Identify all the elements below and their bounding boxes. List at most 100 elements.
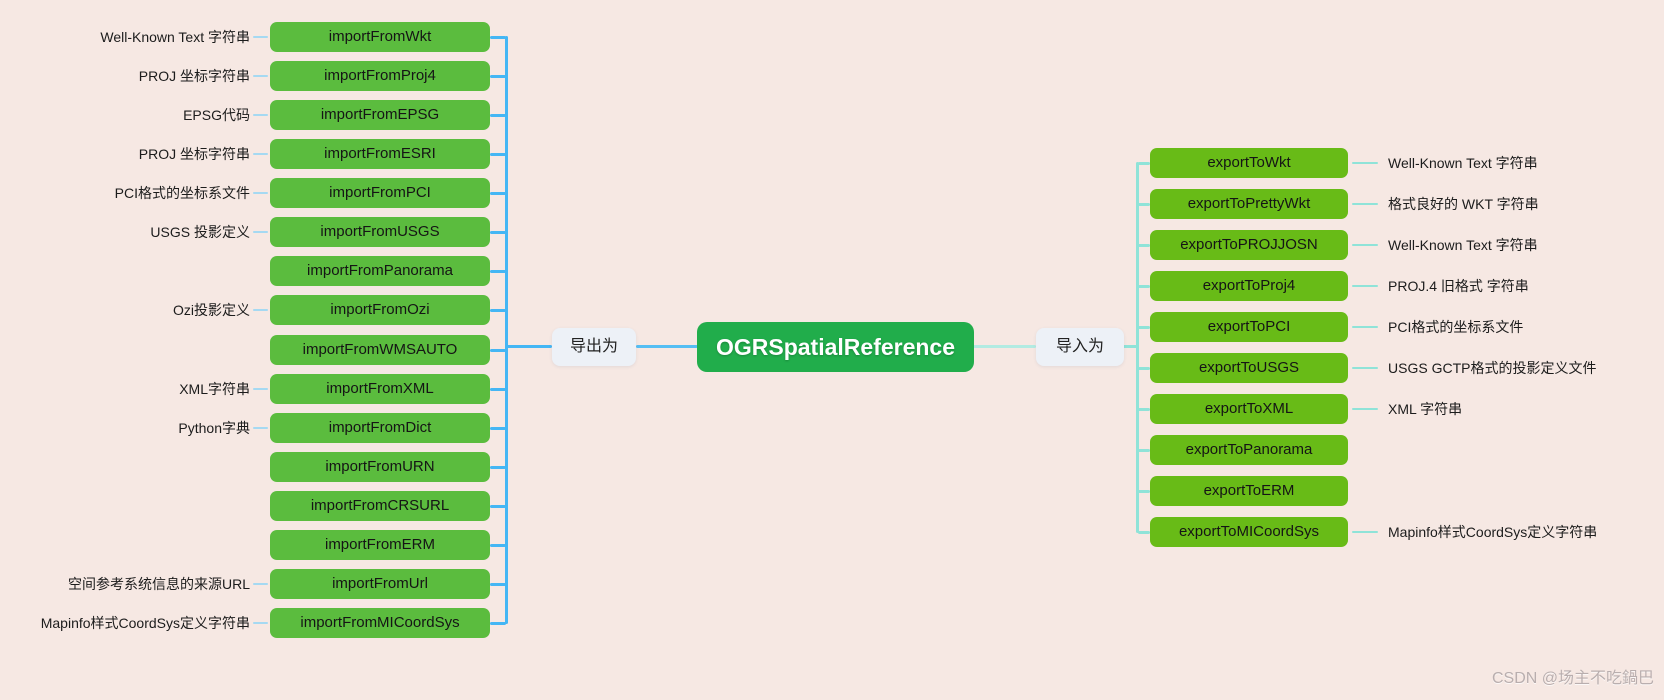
node-connector-line: [490, 622, 506, 625]
annotation-connector-line: [253, 388, 268, 390]
export-method-node[interactable]: exportToERM: [1150, 476, 1348, 506]
branch-node-export[interactable]: 导出为: [552, 328, 636, 366]
method-annotation: PROJ.4 旧格式 字符串: [1388, 278, 1529, 294]
root-to-branch-line-right: [973, 345, 1036, 348]
method-annotation: Python字典: [178, 420, 250, 436]
node-connector-line: [1138, 408, 1150, 411]
node-connector-line: [490, 36, 506, 39]
import-method-row: importFromURN: [0, 452, 1664, 482]
export-method-node[interactable]: exportToWkt: [1150, 148, 1348, 178]
method-annotation: Well-Known Text 字符串: [1388, 155, 1538, 171]
export-method-row: exportToUSGS USGS GCTP格式的投影定义文件: [0, 353, 1664, 383]
export-method-row: exportToPCI PCI格式的坐标系文件: [0, 312, 1664, 342]
method-annotation: Well-Known Text 字符串: [100, 29, 250, 45]
export-method-node[interactable]: exportToPCI: [1150, 312, 1348, 342]
import-method-node[interactable]: importFromProj4: [270, 61, 490, 91]
import-method-node[interactable]: importFromPCI: [270, 178, 490, 208]
import-method-row: 空间参考系统信息的来源URL importFromUrl: [0, 569, 1664, 599]
import-method-row: XML字符串 importFromXML: [0, 374, 1664, 404]
node-connector-line: [490, 309, 506, 312]
import-method-node[interactable]: importFromOzi: [270, 295, 490, 325]
export-method-node[interactable]: exportToPanorama: [1150, 435, 1348, 465]
annotation-connector-line: [253, 36, 268, 38]
import-method-node[interactable]: importFromURN: [270, 452, 490, 482]
import-method-node[interactable]: importFromWMSAUTO: [270, 335, 490, 365]
export-method-row: exportToERM: [0, 476, 1664, 506]
annotation-connector-line: [253, 75, 268, 77]
annotation-connector-line: [253, 622, 268, 624]
annotation-connector-line: [1352, 162, 1378, 164]
annotation-connector-line: [1352, 531, 1378, 533]
method-annotation: XML 字符串: [1388, 401, 1463, 417]
annotation-connector-line: [1352, 203, 1378, 205]
method-annotation: EPSG代码: [183, 107, 250, 123]
import-method-node[interactable]: importFromCRSURL: [270, 491, 490, 521]
method-annotation: PCI格式的坐标系文件: [114, 185, 250, 201]
method-annotation: PROJ 坐标字符串: [138, 68, 250, 84]
node-connector-line: [1138, 285, 1150, 288]
watermark: CSDN @场主不吃鍋巴: [1491, 670, 1654, 687]
import-method-row: Ozi投影定义 importFromOzi: [0, 295, 1664, 325]
export-method-row: exportToXML XML 字符串: [0, 394, 1664, 424]
node-connector-line: [1138, 490, 1150, 493]
import-method-node[interactable]: importFromDict: [270, 413, 490, 443]
method-annotation: Well-Known Text 字符串: [1388, 237, 1538, 253]
import-method-node[interactable]: importFromUrl: [270, 569, 490, 599]
method-annotation: USGS GCTP格式的投影定义文件: [1388, 360, 1597, 376]
branch-node-import[interactable]: 导入为: [1036, 328, 1124, 366]
method-annotation: PCI格式的坐标系文件: [1388, 319, 1524, 335]
import-method-row: PCI格式的坐标系文件 importFromPCI: [0, 178, 1664, 208]
import-method-node[interactable]: importFromESRI: [270, 139, 490, 169]
import-method-row: Well-Known Text 字符串 importFromWkt: [0, 22, 1664, 52]
annotation-connector-line: [253, 427, 268, 429]
annotation-connector-line: [253, 309, 268, 311]
node-connector-line: [490, 153, 506, 156]
node-connector-line: [490, 231, 506, 234]
annotation-connector-line: [253, 231, 268, 233]
import-method-node[interactable]: importFromMICoordSys: [270, 608, 490, 638]
export-method-node[interactable]: exportToXML: [1150, 394, 1348, 424]
node-connector-line: [490, 114, 506, 117]
left-trunk-to-branch-line: [505, 345, 552, 348]
node-connector-line: [490, 192, 506, 195]
import-method-row: importFromPanorama: [0, 256, 1664, 286]
node-connector-line: [490, 75, 506, 78]
node-connector-line: [490, 427, 506, 430]
export-method-node[interactable]: exportToProj4: [1150, 271, 1348, 301]
node-connector-line: [490, 388, 506, 391]
import-method-row: PROJ 坐标字符串 importFromProj4: [0, 61, 1664, 91]
export-method-node[interactable]: exportToMICoordSys: [1150, 517, 1348, 547]
left-branch-trunk-line: [505, 36, 508, 624]
node-connector-line: [490, 270, 506, 273]
import-method-node[interactable]: importFromXML: [270, 374, 490, 404]
import-method-node[interactable]: importFromUSGS: [270, 217, 490, 247]
export-method-node[interactable]: exportToPrettyWkt: [1150, 189, 1348, 219]
node-connector-line: [490, 544, 506, 547]
method-annotation: Ozi投影定义: [173, 302, 250, 318]
export-method-node[interactable]: exportToUSGS: [1150, 353, 1348, 383]
method-annotation: Mapinfo样式CoordSys定义字符串: [1388, 524, 1598, 540]
import-method-node[interactable]: importFromERM: [270, 530, 490, 560]
method-annotation: XML字符串: [179, 381, 250, 397]
export-method-node[interactable]: exportToPROJJOSN: [1150, 230, 1348, 260]
node-connector-line: [1138, 162, 1150, 165]
import-method-row: PROJ 坐标字符串 importFromESRI: [0, 139, 1664, 169]
node-connector-line: [1138, 449, 1150, 452]
import-method-node[interactable]: importFromWkt: [270, 22, 490, 52]
import-method-row: importFromCRSURL: [0, 491, 1664, 521]
node-connector-line: [1138, 203, 1150, 206]
import-method-row: Mapinfo样式CoordSys定义字符串 importFromMICoord…: [0, 608, 1664, 638]
annotation-connector-line: [253, 583, 268, 585]
node-connector-line: [1138, 326, 1150, 329]
method-annotation: 格式良好的 WKT 字符串: [1388, 196, 1539, 212]
export-method-row: exportToProj4 PROJ.4 旧格式 字符串: [0, 271, 1664, 301]
import-method-node[interactable]: importFromEPSG: [270, 100, 490, 130]
import-method-row: importFromWMSAUTO: [0, 335, 1664, 365]
root-node[interactable]: OGRSpatialReference: [697, 322, 974, 372]
export-method-row: exportToPanorama: [0, 435, 1664, 465]
branch-to-root-line-left: [636, 345, 698, 348]
node-connector-line: [490, 505, 506, 508]
import-method-node[interactable]: importFromPanorama: [270, 256, 490, 286]
annotation-connector-line: [253, 192, 268, 194]
